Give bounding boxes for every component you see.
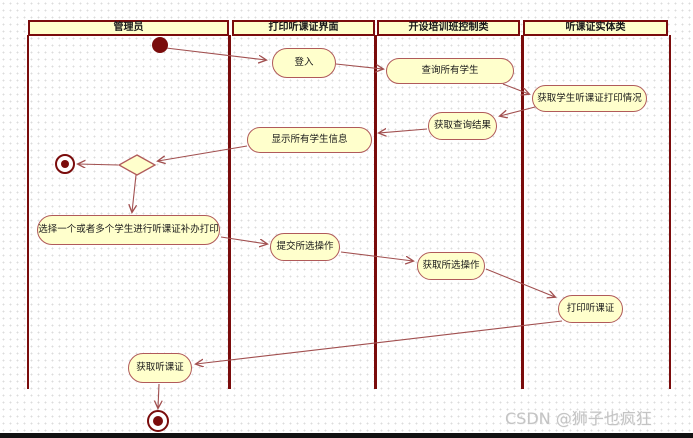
lane-divider-1 [228,35,231,389]
activity-query-all-students: 查询所有学生 [386,58,514,84]
lane-label: 管理员 [113,22,144,33]
arrow-getcard-to-final [158,383,159,408]
lane-header-entity-class: 听课证实体类 [523,20,668,36]
activity-get-query-result: 获取查询结果 [428,112,497,140]
csdn-watermark: CSDN @狮子也疯狂 [505,409,652,428]
arrow-decision-to-select [132,174,136,212]
activity-label: 获取听课证 [136,362,184,374]
activity-label: 提交所选操作 [276,241,334,253]
activity-label: 显示所有学生信息 [271,134,348,146]
lane-label: 开设培训班控制类 [408,22,489,33]
activity-print-card: 打印听课证 [558,295,623,323]
lane-divider-2 [374,35,377,389]
arrow-result-to-showinfo [379,129,428,133]
lane-border-right [669,35,671,389]
activity-label: 获取查询结果 [433,120,491,132]
lane-divider-3 [521,35,524,389]
lane-header-admin: 管理员 [28,20,229,36]
activity-login: 登入 [272,48,336,78]
lane-label: 打印听课证界面 [268,22,339,33]
arrow-printcard-to-getcard [196,320,563,364]
activity-get-student-card-print-status: 获取学生听课证打印情况 [532,85,647,112]
lane-label: 听课证实体类 [565,22,626,33]
arrow-submit-to-getselected [340,251,413,261]
final-node-bottom [147,410,169,432]
activity-label: 获取学生听课证打印情况 [537,92,642,104]
bottom-edge-bar [0,433,693,438]
decision-diamond [117,154,157,176]
arrow-start-to-login [165,47,266,60]
activity-submit-selected-operation: 提交所选操作 [270,233,340,261]
activity-select-students-reprint: 选择一个或者多个学生进行听课证补办打印 [37,215,220,245]
lane-border-left [27,35,29,389]
initial-node [152,37,168,53]
lane-header-control-class: 开设培训班控制类 [377,20,520,36]
lane-header-print-ui: 打印听课证界面 [232,20,375,36]
final-node-upper [55,154,75,174]
arrow-showinfo-to-decision [158,145,248,161]
activity-show-all-student-info: 显示所有学生信息 [247,127,372,153]
activity-label: 登入 [294,57,314,69]
activity-label: 选择一个或者多个学生进行听课证补办打印 [38,224,219,236]
activity-label: 查询所有学生 [421,65,479,77]
activity-get-selected-operation: 获取所选操作 [417,252,485,280]
activity-label: 打印听课证 [566,303,615,315]
arrow-printstatus-to-result [500,106,536,116]
arrow-query-to-printstatus [502,83,529,94]
activity-label: 获取所选操作 [422,260,480,272]
arrow-decision-to-final [78,164,119,165]
activity-get-card: 获取听课证 [128,353,192,383]
